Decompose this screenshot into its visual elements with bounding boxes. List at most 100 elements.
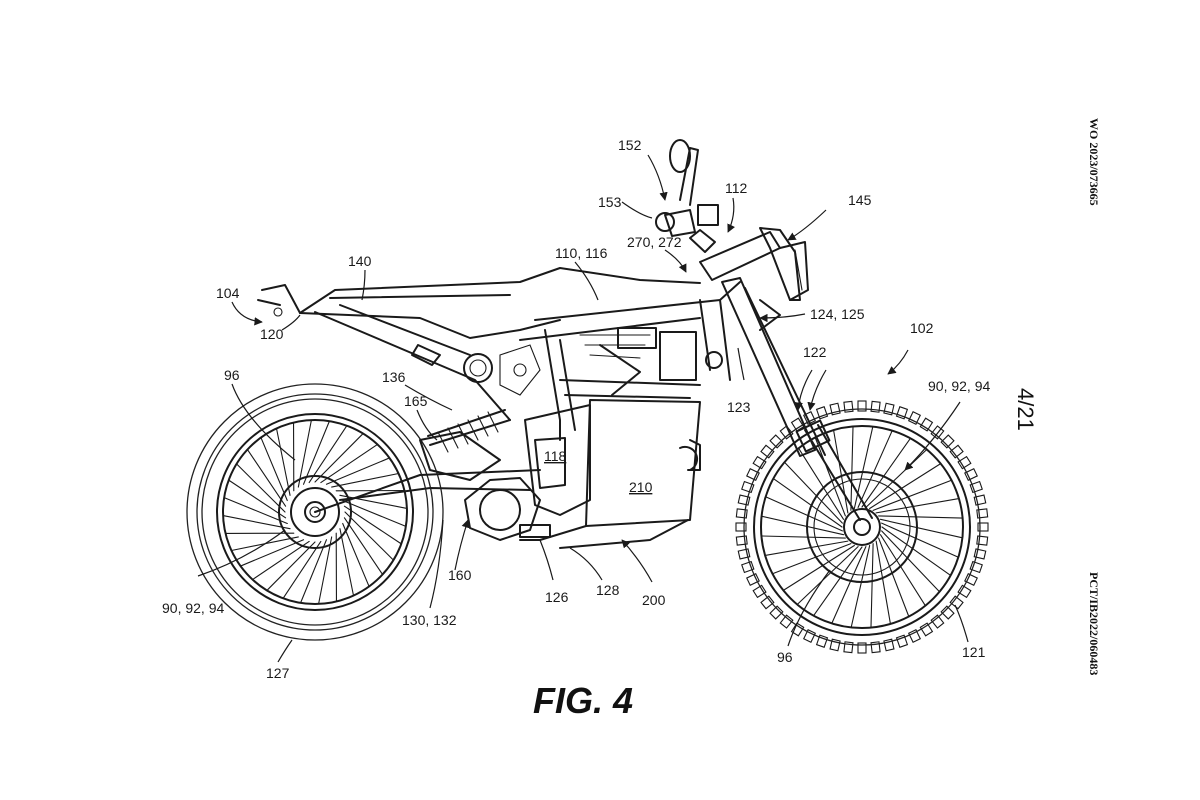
spoke [228, 479, 287, 519]
spoke [833, 429, 849, 514]
tyre-knob [919, 417, 934, 432]
tyre-knob [735, 522, 747, 532]
tyre-knob [741, 480, 755, 494]
spoke [308, 425, 348, 484]
spoke [831, 546, 867, 624]
tyre-knob [735, 535, 748, 546]
tyre-knob [976, 508, 989, 519]
spoke [342, 499, 407, 527]
tyre-knob [760, 444, 775, 459]
tyre-knob [769, 434, 784, 449]
spoke [783, 461, 843, 524]
spoke [771, 543, 852, 575]
tyre-knob [969, 560, 983, 574]
tyre-knob [957, 584, 972, 599]
spoke [870, 543, 874, 629]
publication-number: WO 2023/073665 [1087, 118, 1101, 206]
label-90-92-94-front: 90, 92, 94 [928, 378, 990, 394]
tyre-knob [843, 641, 854, 654]
tyre-knob [895, 634, 909, 648]
tyre-knob [746, 572, 760, 587]
tyre-knob [802, 411, 817, 425]
spoke [772, 478, 843, 528]
label-128: 128 [596, 582, 620, 598]
spoke [275, 427, 291, 496]
label-122: 122 [803, 344, 827, 360]
tyre-knob [870, 641, 881, 654]
label-145: 145 [848, 192, 872, 208]
spoke [300, 539, 328, 604]
figure-caption: FIG. 4 [533, 680, 633, 721]
spoke [344, 511, 394, 561]
label-140: 140 [348, 253, 372, 269]
tyre-knob [883, 638, 895, 652]
tyre-knob [976, 535, 989, 546]
spoke [796, 546, 859, 606]
main-frame [499, 281, 741, 441]
tyre-knob [973, 548, 987, 560]
spoke [872, 479, 953, 511]
spoke [331, 472, 400, 488]
spoke [861, 437, 911, 508]
tyre-knob [949, 444, 964, 459]
label-270-272: 270, 272 [627, 234, 682, 250]
label-124-125: 124, 125 [810, 306, 865, 322]
spoke [798, 447, 845, 520]
label-210: 210 [629, 479, 653, 495]
spoke [246, 448, 287, 507]
spoke [339, 528, 355, 597]
label-127: 127 [266, 665, 290, 681]
spoke [764, 540, 849, 556]
spoke [879, 518, 963, 539]
label-200: 200 [642, 592, 666, 608]
tyre-knob [741, 560, 755, 574]
spoke [342, 522, 370, 587]
spoke [297, 419, 312, 488]
tyre-knob [779, 425, 794, 440]
seat-and-subframe [257, 267, 701, 421]
tyre-knob [843, 400, 854, 413]
spoke [318, 536, 333, 605]
spoke [865, 448, 928, 508]
application-number: PCT/IB2022/060483 [1087, 572, 1101, 675]
tyre-knob [949, 595, 964, 610]
spoke [302, 420, 330, 485]
tyre-knob [957, 455, 972, 470]
tyre-knob [752, 584, 767, 599]
front-fork-and-headstock [655, 139, 873, 521]
tyre-knob [737, 494, 751, 506]
label-165: 165 [404, 393, 428, 409]
spoke [240, 539, 305, 567]
spoke [223, 497, 288, 525]
spoke [881, 522, 959, 558]
page-number: 4/21 [1013, 388, 1038, 431]
front-wheel [735, 400, 989, 654]
tyre-knob [752, 455, 767, 470]
tyre-knob [790, 622, 805, 637]
spoke [850, 425, 854, 511]
label-153: 153 [598, 194, 622, 210]
spoke [881, 530, 941, 593]
tyre-knob [735, 508, 748, 519]
tyre-knob [857, 642, 867, 654]
tyre-knob [930, 614, 945, 629]
tyre-knob [907, 629, 922, 643]
spoke [881, 526, 952, 576]
tyre-knob [964, 572, 978, 587]
spoke [266, 541, 316, 591]
tyre-knob [940, 605, 955, 620]
tyre-knob [907, 411, 922, 425]
tyre-knob [737, 548, 751, 560]
swingarm-and-motor [314, 404, 591, 541]
spoke [878, 537, 910, 618]
spoke [320, 443, 379, 484]
spoke [282, 540, 322, 599]
spoke [236, 463, 286, 513]
label-126: 126 [545, 589, 569, 605]
spoke [325, 457, 390, 485]
spoke [343, 505, 402, 545]
label-152: 152 [618, 137, 642, 153]
tyre-knob [969, 480, 983, 494]
tyre-knob [769, 605, 784, 620]
